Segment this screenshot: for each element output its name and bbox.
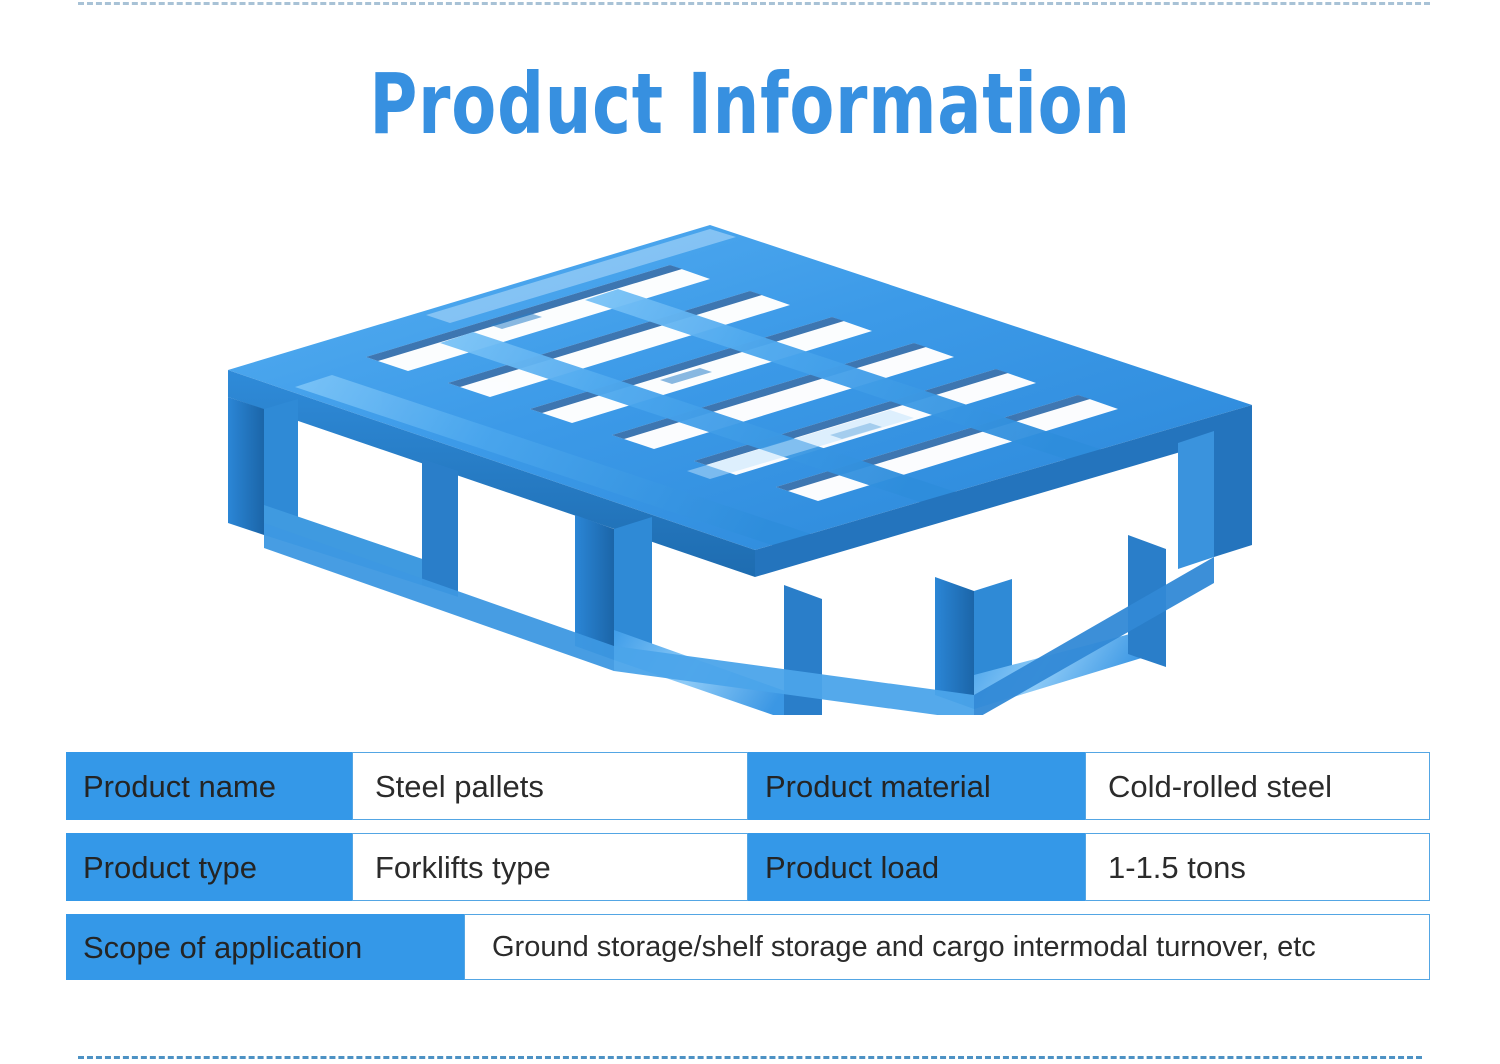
spec-label-product-type: Product type — [66, 833, 352, 901]
deck-right-edge — [755, 405, 1252, 577]
page-title-container: Product Information — [0, 62, 1500, 146]
bottom-dotted-divider — [78, 1056, 1422, 1059]
deck-front-edge — [228, 370, 755, 577]
product-image-steel-pallet — [190, 205, 1310, 715]
spec-value-product-type: Forklifts type — [352, 833, 748, 901]
spec-label-product-load: Product load — [748, 833, 1085, 901]
spec-value-scope-of-application: Ground storage/shelf storage and cargo i… — [464, 914, 1430, 980]
spec-label-product-material: Product material — [748, 752, 1085, 820]
top-dotted-divider — [78, 2, 1430, 5]
spec-label-scope-of-application: Scope of application — [66, 914, 464, 980]
pallet-bottom-runners — [264, 523, 1214, 715]
spec-value-product-material: Cold-rolled steel — [1085, 752, 1430, 820]
spec-label-product-name: Product name — [66, 752, 352, 820]
table-row: Product name Steel pallets Product mater… — [66, 752, 1430, 820]
table-row: Scope of application Ground storage/shel… — [66, 914, 1430, 980]
table-row: Product type Forklifts type Product load… — [66, 833, 1430, 901]
spec-value-product-load: 1-1.5 tons — [1085, 833, 1430, 901]
pallet-deck — [228, 225, 1252, 555]
pallet-illustration — [228, 225, 1252, 715]
pallet-leg-far-right — [1178, 431, 1252, 569]
spec-value-product-name: Steel pallets — [352, 752, 748, 820]
product-spec-table: Product name Steel pallets Product mater… — [66, 752, 1430, 980]
page-title: Product Information — [369, 55, 1131, 153]
